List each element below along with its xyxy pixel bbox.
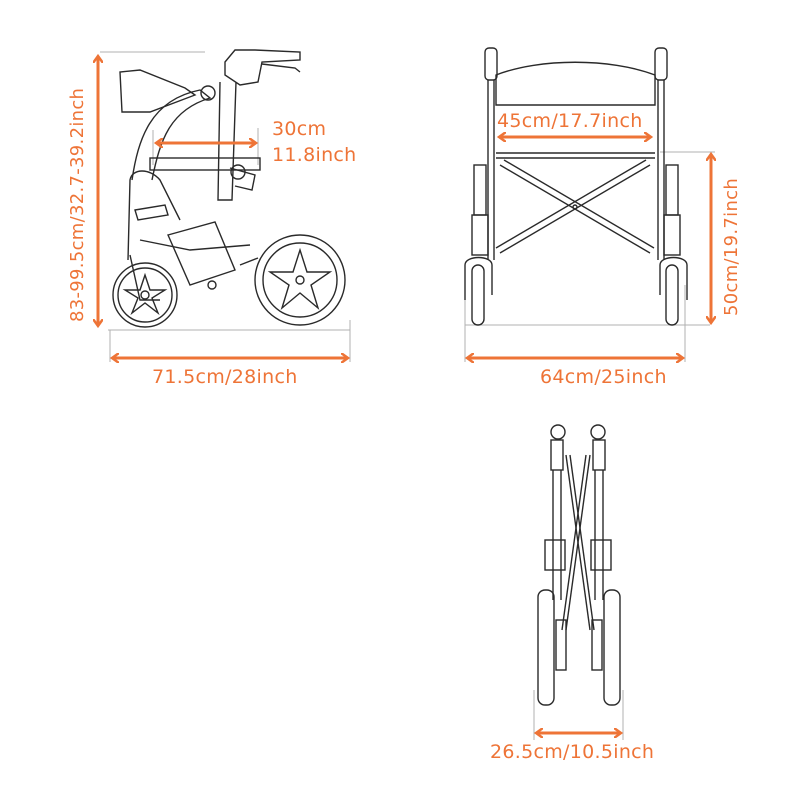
front-view-dimensions [468,137,711,358]
folded-width-label: 26.5cm/10.5inch [490,741,655,763]
front-seat-width-label: 45cm/17.7inch [497,110,643,132]
side-length-label: 71.5cm/28inch [152,366,298,388]
side-seat-depth-inch-label: 11.8inch [272,144,357,166]
side-view-dimensions [98,57,347,358]
front-view-drawing [464,47,715,362]
side-height-label: 83-99.5cm/32.7-39.2inch [67,87,88,322]
side-view-drawing [100,49,351,362]
side-seat-depth-cm-label: 30cm [272,118,327,140]
front-width-label: 64cm/25inch [540,366,667,388]
front-seat-height-label: 50cm/19.7inch [721,177,742,316]
folded-view-drawing [533,424,624,740]
